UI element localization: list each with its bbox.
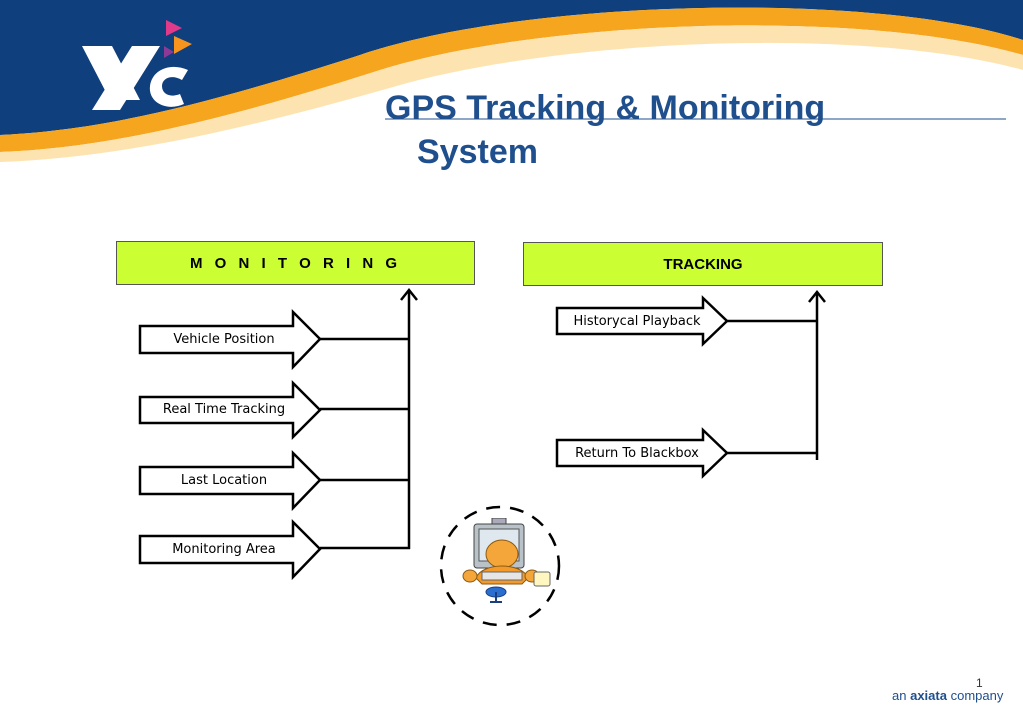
tracking-header-label: TRACKING: [663, 255, 743, 273]
arrow-shape-vehicle-position: [138, 308, 322, 371]
tracking-header-box: TRACKING: [523, 242, 883, 286]
title-line-2: System: [417, 133, 538, 171]
operator-dashed-circle: [439, 505, 561, 627]
page-number: 1: [976, 676, 983, 690]
arrow-shape-real-time-tracking: [138, 379, 322, 441]
company-brand: axiata: [910, 688, 947, 703]
company-suffix: company: [950, 688, 1004, 703]
xl-logo-icon: [82, 20, 192, 110]
monitoring-header-label: M O N I T O R I N G: [190, 254, 401, 272]
item-return-to-blackbox: Return To Blackbox: [575, 446, 699, 461]
item-last-location: Last Location: [180, 473, 268, 488]
page-title: GPS Tracking & Monitoring System: [385, 86, 905, 174]
monitoring-arrowhead: [400, 287, 418, 301]
company-prefix: an: [892, 688, 907, 703]
item-historycal-playback: Historycal Playback: [573, 314, 701, 329]
title-line-1: GPS Tracking & Monitoring: [385, 89, 826, 127]
item-real-time-tracking: Real Time Tracking: [162, 402, 286, 417]
monitoring-header-box: M O N I T O R I N G: [116, 241, 475, 285]
tracking-arrowhead: [808, 289, 826, 303]
arrow-shape-last-location: [138, 449, 322, 512]
header-banner: [0, 0, 1023, 162]
operator-computer-icon: [462, 518, 551, 603]
item-vehicle-position: Vehicle Position: [173, 332, 275, 347]
item-monitoring-area: Monitoring Area: [172, 542, 276, 557]
arrow-shape-historycal-playback: [555, 295, 729, 347]
company-tagline: an axiata company: [892, 688, 1003, 703]
arrow-shape-monitoring-area: [138, 518, 322, 581]
arrow-shape-return-to-blackbox: [555, 427, 729, 479]
